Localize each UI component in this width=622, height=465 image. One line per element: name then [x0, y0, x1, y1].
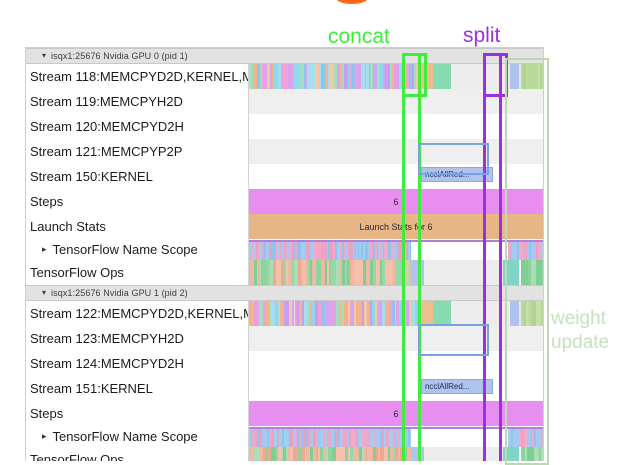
- group-title: isqx1:25676 Nvidia GPU 1 (pid 2): [51, 288, 188, 298]
- group-header-0[interactable]: ▾ isqx1:25676 Nvidia GPU 0 (pid 1): [26, 48, 543, 64]
- expand-triangle-icon[interactable]: ▸: [42, 244, 47, 255]
- timeline-row: Stream 120:MEMCPYD2H: [26, 114, 543, 139]
- row-label-text: Launch Stats: [30, 219, 106, 234]
- split-rule-left: [483, 53, 486, 461]
- trace-event-block[interactable]: [451, 64, 458, 89]
- weight-update-line-2: update: [551, 331, 609, 355]
- annotation-label-concat: concat: [328, 26, 390, 47]
- row-label: Steps: [26, 189, 248, 214]
- concat-rule-left: [402, 53, 405, 461]
- row-label: TensorFlow Ops: [26, 447, 248, 461]
- concat-highlight-box-top: [402, 53, 427, 97]
- row-label-text: Stream 120:MEMCPYD2H: [30, 119, 184, 134]
- row-label: Stream 123:MEMCPYH2D: [26, 326, 248, 351]
- row-label-text: Steps: [30, 194, 63, 209]
- row-label-text: Stream 122:MEMCPYD2D,KERNEL,MI: [30, 306, 248, 321]
- timeline-row: ▸ TensorFlow Name Scope: [26, 426, 543, 447]
- row-label-text: Stream 119:MEMCPYH2D: [30, 94, 183, 109]
- timeline-row: TensorFlow Ops: [26, 447, 543, 461]
- timeline-row: Stream 118:MEMCPYD2D,KERNEL,ME: [26, 64, 543, 89]
- row-label: Stream 150:KERNEL: [26, 164, 248, 189]
- disclosure-triangle-icon[interactable]: ▾: [42, 52, 46, 60]
- timeline-row: TensorFlow Ops: [26, 260, 543, 285]
- trace-event-block[interactable]: [420, 301, 434, 326]
- split-rule-right: [499, 53, 502, 461]
- row-label: Stream 124:MEMCPYD2H: [26, 351, 248, 376]
- timeline-row: ▸ TensorFlow Name Scope: [26, 239, 543, 260]
- row-label: Stream 118:MEMCPYD2D,KERNEL,ME: [26, 64, 248, 89]
- annotation-label-split: split: [463, 25, 500, 46]
- row-label-text: TensorFlow Ops: [30, 265, 124, 280]
- row-label-text: Stream 121:MEMCPYP2P: [30, 144, 182, 159]
- weight-update-highlight-box: [505, 58, 549, 465]
- disclosure-triangle-icon[interactable]: ▾: [42, 289, 46, 297]
- nccl-highlight-box: [418, 143, 489, 175]
- trace-event-block[interactable]: [424, 260, 503, 285]
- row-label: Launch Stats: [26, 214, 248, 239]
- trace-event-block[interactable]: [424, 447, 503, 461]
- row-label-text: Stream 151:KERNEL: [30, 381, 153, 396]
- row-label-text: TensorFlow Name Scope: [53, 429, 198, 444]
- row-label: ▸ TensorFlow Name Scope: [26, 426, 248, 447]
- row-label: Steps: [26, 401, 248, 426]
- row-label-text: Steps: [30, 406, 63, 421]
- annotation-label-weight-update: weight update: [551, 307, 609, 356]
- row-label-text: TensorFlow Ops: [30, 452, 124, 461]
- concat-rule-right: [418, 53, 421, 461]
- row-label: Stream 151:KERNEL: [26, 376, 248, 401]
- timeline-row: Stream 119:MEMCPYH2D: [26, 89, 543, 114]
- orange-blob-decoration: [336, 0, 368, 4]
- trace-viewer-panel[interactable]: ▾ isqx1:25676 Nvidia GPU 0 (pid 1) Stream …: [25, 47, 544, 461]
- nccl-highlight-box-2: [418, 324, 489, 356]
- row-label: Stream 122:MEMCPYD2D,KERNEL,MI: [26, 301, 248, 326]
- expand-triangle-icon[interactable]: ▸: [42, 431, 47, 442]
- row-label-text: Stream 150:KERNEL: [30, 169, 153, 184]
- row-label-text: Stream 123:MEMCPYH2D: [30, 331, 184, 346]
- timeline-row: Stream 122:MEMCPYD2D,KERNEL,MI: [26, 301, 543, 326]
- weight-update-line-1: weight: [551, 307, 609, 331]
- row-label-text: Stream 118:MEMCPYD2D,KERNEL,ME: [30, 69, 248, 84]
- group-header-1[interactable]: ▾ isqx1:25676 Nvidia GPU 1 (pid 2): [26, 285, 543, 301]
- trace-event-block[interactable]: [433, 301, 451, 326]
- group-title: isqx1:25676 Nvidia GPU 0 (pid 1): [51, 51, 188, 61]
- row-label: Stream 119:MEMCPYH2D: [26, 89, 248, 114]
- trace-event-block[interactable]: [451, 301, 458, 326]
- row-label: ▸ TensorFlow Name Scope: [26, 239, 248, 260]
- row-label: Stream 120:MEMCPYD2H: [26, 114, 248, 139]
- row-label-text: Stream 124:MEMCPYD2H: [30, 356, 184, 371]
- row-label: TensorFlow Ops: [26, 260, 248, 285]
- row-label-text: TensorFlow Name Scope: [53, 242, 198, 257]
- trace-event-block[interactable]: [410, 429, 411, 447]
- trace-event-block[interactable]: [433, 64, 451, 89]
- row-label: Stream 121:MEMCPYP2P: [26, 139, 248, 164]
